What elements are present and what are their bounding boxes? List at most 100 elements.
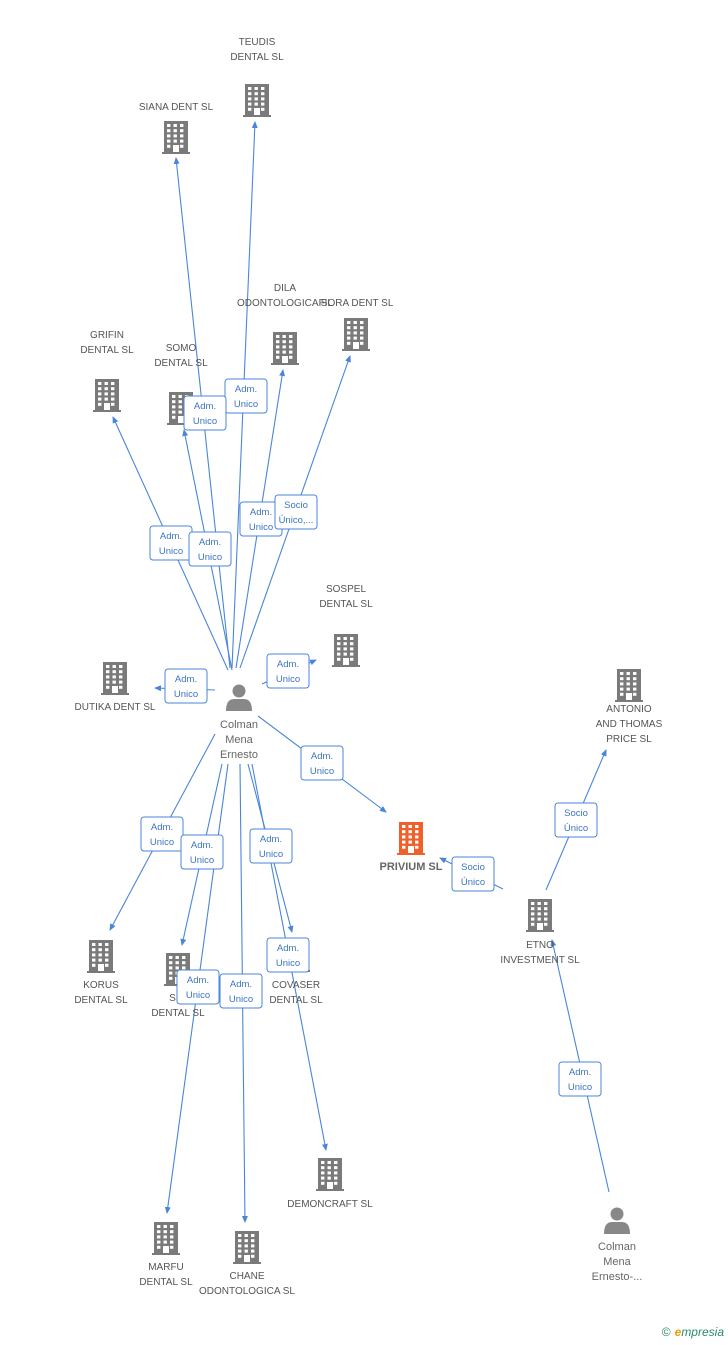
building-icon (526, 899, 554, 932)
node-label-text: Mena (603, 1256, 631, 1268)
edge-label-text: Único (564, 823, 588, 834)
building-icon (162, 121, 190, 154)
node-label-text: SIANA DENT SL (139, 102, 214, 113)
node-privium[interactable]: PRIVIUM SL (380, 822, 443, 873)
building-icon (93, 379, 121, 412)
edge-label-colman1-sospel[interactable]: Adm.Unico (266, 653, 310, 689)
edge-label-box (176, 969, 220, 1005)
edge-label-box (249, 828, 293, 864)
edge-label-colman1-chane[interactable]: Adm. Unico (219, 973, 263, 1009)
node-label-text: DENTAL SL (151, 1008, 205, 1019)
node-colman2[interactable]: ColmanMenaErnesto-... (592, 1207, 643, 1284)
node-label-text: INVESTMENT SL (500, 955, 580, 966)
edge-label-box (164, 668, 208, 704)
node-label-text: DENTAL SL (80, 345, 134, 356)
node-teudis[interactable]: TEUDIS DENTAL SL (230, 37, 284, 117)
edge-label-colman1-grifin[interactable]: Adm. Unico (149, 525, 193, 561)
node-dila[interactable]: DILA ODONTOLOGICA SL (237, 283, 333, 365)
edge-label-colman1-somo[interactable]: Adm.Unico (188, 531, 232, 567)
edge-label-text: Adm. (187, 975, 209, 986)
edge-label-colman1-covaser[interactable]: Adm. Unico (249, 828, 293, 864)
node-label-text: PRIVIUM SL (380, 861, 443, 873)
building-icon (342, 318, 370, 351)
building-icon (101, 662, 129, 695)
edge-label-colman1-sim[interactable]: Adm.Unico (180, 834, 224, 870)
edge-label-box (266, 937, 310, 973)
edge-label-box (558, 1061, 602, 1097)
node-label-text: Colman (598, 1241, 636, 1253)
building-icon (316, 1158, 344, 1191)
edge-label-text: Unico (310, 766, 334, 777)
node-label-text: SOSPEL (326, 584, 366, 595)
node-label-text: TEUDIS (239, 37, 276, 48)
edge-label-colman1-privium[interactable]: Adm. Unico (300, 745, 344, 781)
node-dutika[interactable]: DUTIKA DENT SL (75, 662, 156, 713)
edge-label-box (183, 395, 227, 431)
edge-label-text: Unico (193, 416, 217, 427)
edge-label-text: Único (461, 877, 485, 888)
node-label-text: DENTAL SL (319, 599, 373, 610)
edge-label-text: Unico (276, 674, 300, 685)
edge-label-text: Adm. (311, 751, 333, 762)
edge-label-colman1-demoncraft[interactable]: Adm.Unico (266, 937, 310, 973)
edge-label-text: Unico (568, 1082, 592, 1093)
edge-label-colman1-dutika[interactable]: Adm.Unico (164, 668, 208, 704)
edge-label-colman1-siana[interactable]: Adm.Unico (183, 395, 227, 431)
person-icon (226, 684, 252, 711)
edge-label-text: Unico (234, 399, 258, 410)
edge-label-box (451, 856, 495, 892)
edge-label-box (554, 802, 598, 838)
node-label-text: Colman (220, 719, 258, 731)
building-icon (615, 669, 643, 702)
node-label-text: DILA (274, 283, 297, 294)
node-label-text: DENTAL SL (230, 52, 284, 63)
edge-label-box (188, 531, 232, 567)
node-label-text: DENTAL SL (154, 358, 208, 369)
empresia-logo-text: mpresia (681, 1325, 724, 1339)
node-sospel[interactable]: SOSPEL DENTAL SL (319, 584, 373, 667)
node-korus[interactable]: KORUS DENTAL SL (74, 940, 128, 1006)
building-icon (243, 84, 271, 117)
edge-label-colman1-teudis[interactable]: Adm.Unico (224, 378, 268, 414)
node-label-text: DENTAL SL (74, 995, 128, 1006)
edge-label-text: Adm. (250, 507, 272, 518)
edge-label-colman2-etno[interactable]: Adm. Unico (558, 1061, 602, 1097)
edge-label-text: Unico (159, 546, 183, 557)
edge-label-text: Adm. (230, 979, 252, 990)
edge-label-text: Unico (276, 958, 300, 969)
node-label-text: Ernesto-... (592, 1271, 643, 1283)
node-siana[interactable]: SIANA DENT SL (139, 102, 214, 154)
edge-label-text: Adm. (260, 834, 282, 845)
node-label-text: ODONTOLOGICA SL (237, 298, 333, 309)
node-fiora[interactable]: FIORA DENT SL (319, 298, 394, 351)
node-label-text: DENTAL SL (269, 995, 323, 1006)
node-somo[interactable]: SOMO DENTAL SL (154, 343, 208, 425)
edge-label-text: Unico (259, 849, 283, 860)
edge-label-text: Adm. (160, 531, 182, 542)
edge-label-text: Unico (229, 994, 253, 1005)
edge-label-text: Unico (198, 552, 222, 563)
edge-label-text: Adm. (569, 1067, 591, 1078)
node-label-text: COVASER (272, 980, 320, 991)
edge-label-box (266, 653, 310, 689)
copyright-icon: © (661, 1325, 671, 1339)
node-label-text: KORUS (83, 980, 119, 991)
edge-label-box (219, 973, 263, 1009)
node-demoncraft[interactable]: DEMONCRAFT SL (287, 1158, 373, 1210)
edge-label-colman1-marfu[interactable]: Adm.Unico (176, 969, 220, 1005)
edge-label-colman1-fiora[interactable]: SocioÚnico,... (274, 494, 318, 530)
edge-label-colman1-korus[interactable]: Adm.Unico (140, 816, 184, 852)
building-icon (152, 1222, 180, 1255)
empresia-watermark: ©empresia (662, 1325, 724, 1339)
edge-label-text: Socio (461, 862, 485, 873)
node-label-text: SOMO (166, 343, 197, 354)
